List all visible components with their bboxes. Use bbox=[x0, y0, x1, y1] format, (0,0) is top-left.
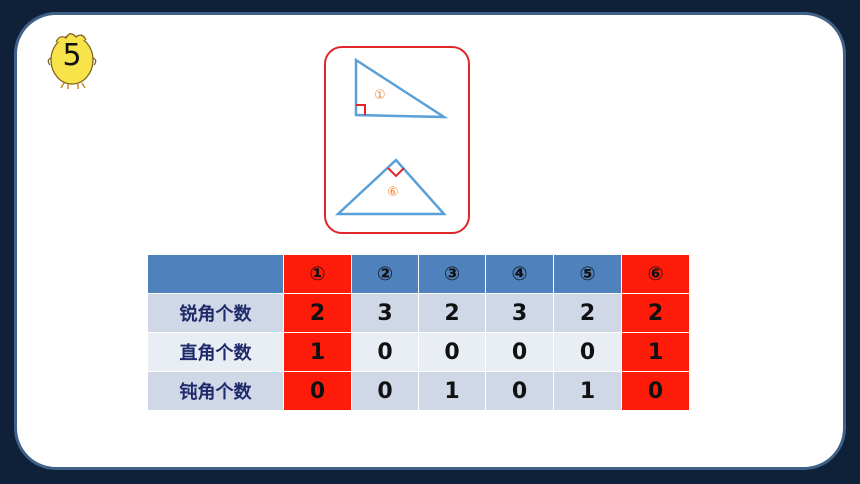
table-row: 直角个数 1 0 0 0 0 1 bbox=[147, 332, 690, 372]
column-header: ⑤ bbox=[553, 254, 622, 294]
triangle-figure-box: ① ⑥ bbox=[324, 46, 470, 234]
triangle-1-label: ① bbox=[374, 88, 386, 103]
column-header: ③ bbox=[418, 254, 486, 294]
right-angle-mark-1 bbox=[356, 104, 366, 115]
chick-icon bbox=[47, 33, 97, 89]
triangles-illustration: ① ⑥ bbox=[334, 57, 449, 216]
table-cell: 1 bbox=[283, 332, 352, 372]
slide-number: 5 bbox=[62, 38, 82, 73]
table-cell: 2 bbox=[283, 293, 352, 333]
triangle-6-shape bbox=[334, 158, 447, 216]
table-cell: 3 bbox=[351, 293, 419, 333]
table-cell: 2 bbox=[418, 293, 486, 333]
column-header: ⑥ bbox=[621, 254, 690, 294]
table-cell: 0 bbox=[351, 332, 419, 372]
table-cell: 2 bbox=[621, 293, 690, 333]
table-cell: 0 bbox=[485, 371, 554, 411]
table-header-row: ① ② ③ ④ ⑤ ⑥ bbox=[147, 254, 690, 294]
column-header: ① bbox=[283, 254, 352, 294]
table-corner-cell bbox=[147, 254, 284, 294]
column-header: ② bbox=[351, 254, 419, 294]
row-label: 锐角个数 bbox=[147, 293, 284, 333]
table-cell: 1 bbox=[621, 332, 690, 372]
table-cell: 0 bbox=[621, 371, 690, 411]
angle-count-table: ① ② ③ ④ ⑤ ⑥ 锐角个数 2 3 2 3 2 2 直角个数 1 0 0 … bbox=[147, 254, 690, 411]
table-cell: 2 bbox=[553, 293, 622, 333]
table-row: 钝角个数 0 0 1 0 1 0 bbox=[147, 371, 690, 411]
right-angle-mark-6 bbox=[387, 167, 405, 178]
triangle-1-shape bbox=[354, 57, 449, 119]
column-header: ④ bbox=[485, 254, 554, 294]
table-cell: 0 bbox=[418, 332, 486, 372]
table-cell: 1 bbox=[418, 371, 486, 411]
row-label: 直角个数 bbox=[147, 332, 284, 372]
row-label: 钝角个数 bbox=[147, 371, 284, 411]
table-cell: 3 bbox=[485, 293, 554, 333]
table-cell: 0 bbox=[553, 332, 622, 372]
triangle-6-label: ⑥ bbox=[387, 185, 399, 200]
table-cell: 1 bbox=[553, 371, 622, 411]
table-cell: 0 bbox=[485, 332, 554, 372]
table-row: 锐角个数 2 3 2 3 2 2 bbox=[147, 293, 690, 333]
chick-number-badge: 5 bbox=[44, 28, 100, 90]
table-cell: 0 bbox=[283, 371, 352, 411]
table-cell: 0 bbox=[351, 371, 419, 411]
